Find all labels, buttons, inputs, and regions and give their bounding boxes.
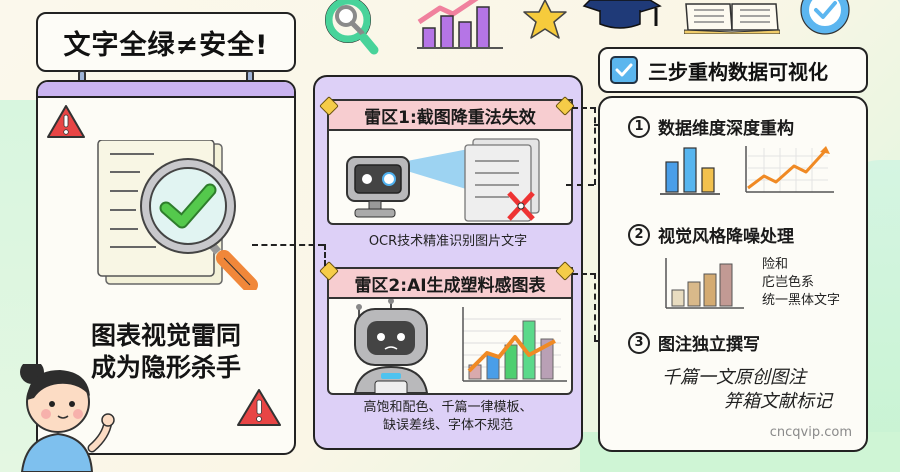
connector-line — [572, 107, 596, 109]
headline-line1: 图表视觉雷同 — [90, 321, 241, 350]
zone2-caption-line1: 高饱和配色、千篇一律模板、 — [363, 400, 533, 415]
step-number: 3 — [628, 331, 650, 354]
step-number: 2 — [628, 223, 650, 246]
ai-robot-chart-illustration — [353, 298, 567, 396]
step-1: 1 数据维度深度重构 — [628, 114, 794, 139]
zone2-caption: 高饱和配色、千篇一律模板、 缺误差线、字体不规范 — [315, 399, 581, 435]
connector-line — [572, 273, 596, 275]
zone1-body — [327, 129, 573, 225]
ocr-camera-illustration — [346, 138, 540, 222]
girl-character-illustration — [20, 364, 115, 472]
zone1-title: 雷区1:截图降重法失效 — [327, 99, 573, 129]
headline-line2: 成为隐形杀手 — [90, 353, 241, 382]
step1-charts-illustration — [660, 146, 834, 195]
muted-bar-chart-illustration — [665, 258, 744, 309]
step2-note: 庀岂色系 — [762, 275, 815, 290]
step-label: 图注独立撰写 — [658, 335, 760, 355]
ai-chart — [462, 307, 567, 382]
scissors-icon — [507, 191, 535, 221]
connector-line — [566, 184, 594, 186]
connector-line — [594, 273, 596, 341]
right-panel: 1 数据维度深度重构 2 视觉风格降噪处理 险和 庀岂色系 统一黑体文字 3 图… — [598, 96, 868, 452]
zone2-body — [327, 297, 573, 396]
handwriting-line1: 千篇一文原创图注 — [662, 367, 806, 388]
zone2-title: 雷区2:AI生成塑料感图表 — [327, 267, 573, 297]
step-label: 视觉风格降噪处理 — [658, 227, 794, 247]
step2-note: 险和 — [762, 257, 789, 272]
warning-icon-top — [47, 105, 85, 138]
right-title: 三步重构数据可视化 — [598, 47, 868, 93]
connector-line — [252, 244, 324, 246]
middle-panel: 雷区1:截图降重法失效 OCR技术精准识别图片文字 雷区2:AI生成塑料感图表 — [313, 75, 583, 450]
magnifier-icon — [325, 0, 379, 55]
open-book-icon — [684, 3, 780, 34]
bar-chart-icon — [417, 0, 503, 49]
watermark: cncqvip.com — [769, 425, 852, 440]
checkbox-icon — [610, 56, 638, 84]
panel-top-strip — [38, 82, 294, 98]
handwriting-line2: 笄箱文献标记 — [724, 391, 832, 412]
zone1-caption: OCR技术精准识别图片文字 — [368, 234, 528, 249]
right-title-text: 三步重构数据可视化 — [648, 59, 828, 84]
step-3: 3 图注独立撰写 — [628, 330, 760, 355]
main-title: 文字全绿≠安全! — [36, 12, 296, 72]
headline: 图表视觉雷同 成为隐形杀手 — [38, 320, 294, 384]
warning-icon-bottom — [237, 389, 281, 426]
step-number: 1 — [628, 115, 650, 138]
connector-line — [594, 107, 596, 185]
connector-line — [324, 244, 326, 266]
step-label: 数据维度深度重构 — [658, 119, 794, 139]
step-2: 2 视觉风格降噪处理 — [628, 222, 794, 247]
zone2-caption-line2: 缺误差线、字体不规范 — [382, 418, 513, 433]
step2-notes: 险和 庀岂色系 统一黑体文字 — [762, 256, 840, 310]
document-magnifier-illustration — [97, 140, 258, 290]
graduation-cap-icon — [582, 0, 662, 29]
verified-badge-icon — [800, 0, 850, 35]
step2-note: 统一黑体文字 — [762, 293, 841, 308]
star-icon — [523, 0, 567, 39]
